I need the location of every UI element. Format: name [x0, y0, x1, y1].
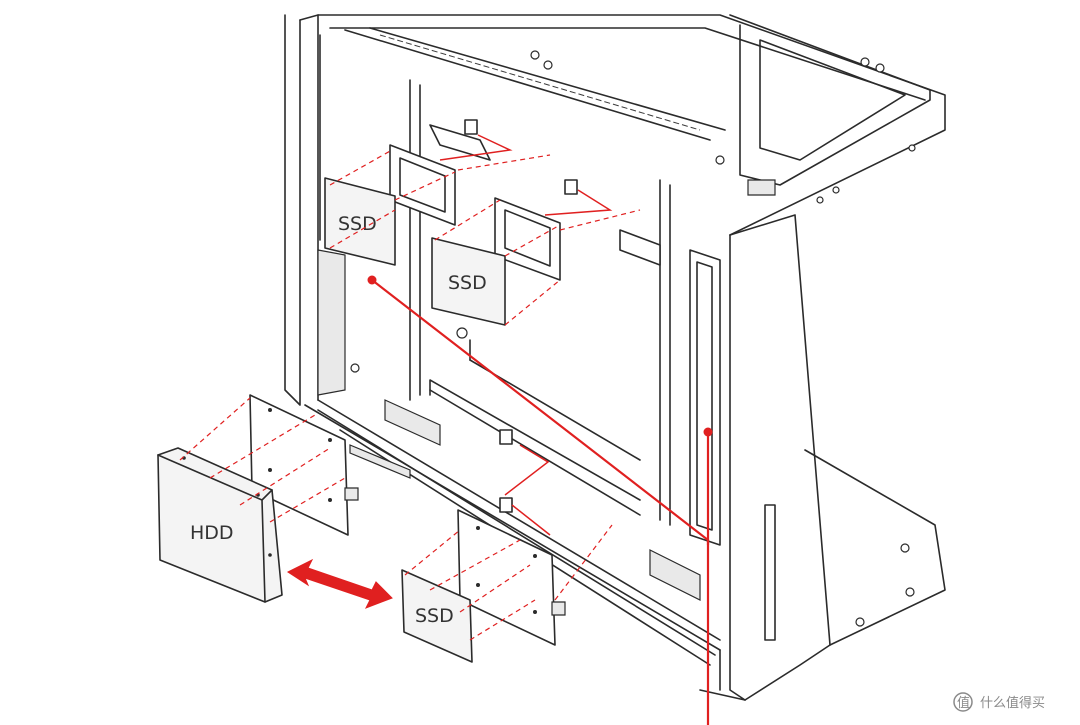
- alignment-guides: [179, 149, 641, 641]
- hdd-mounting-plate: [249, 394, 359, 536]
- case-chassis: [284, 14, 946, 701]
- hdd-label: HDD: [190, 522, 234, 544]
- watermark: 值 什么值得买: [953, 692, 1045, 712]
- ssd-bracket-upper-center: [494, 197, 561, 281]
- ssd-lower-label: SSD: [415, 605, 454, 627]
- value-icon: 值: [953, 692, 973, 712]
- ssd-upper-center: SSD: [431, 237, 506, 326]
- watermark-text: 什么值得买: [980, 695, 1045, 711]
- top-vent: [344, 27, 726, 141]
- mount-clips: [429, 119, 661, 513]
- mount-arrows: [439, 134, 613, 536]
- hdd-drive: HDD: [157, 447, 283, 603]
- ssd-bracket-upper-left: [389, 144, 456, 226]
- ssd-upper-center-label: SSD: [448, 272, 487, 294]
- swap-double-arrow: [286, 558, 393, 609]
- ssd-upper-left: SSD: [324, 177, 396, 266]
- svg-text:值: 值: [957, 695, 970, 711]
- ssd-upper-left-label: SSD: [338, 213, 377, 235]
- pointer-lines: [367, 275, 713, 725]
- ssd-lower: SSD: [401, 569, 473, 663]
- ssd-lower-mounting-plate: [457, 509, 566, 646]
- cable-grommets: [349, 399, 701, 601]
